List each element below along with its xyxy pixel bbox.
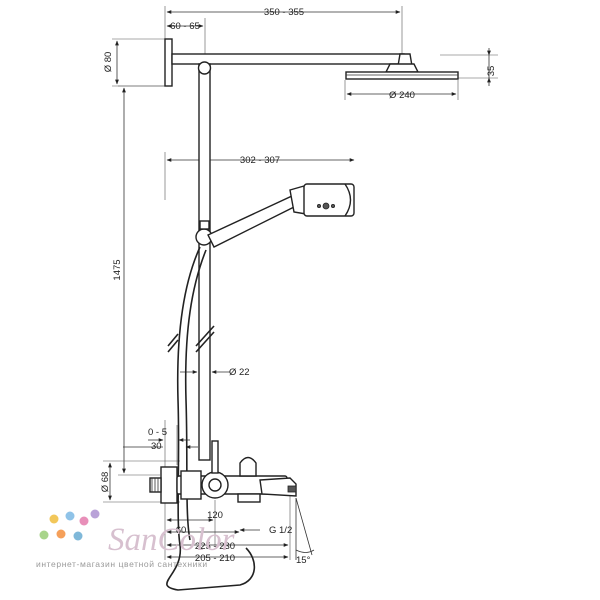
- dim-spout-depth-2: 205 - 210: [195, 553, 235, 564]
- dim-mixer-offset: 60: [176, 525, 187, 536]
- rail-top-cap: [197, 61, 212, 75]
- dim-wall-flange: Ø 80: [103, 52, 114, 73]
- dim-head-diameter: Ø 240: [389, 90, 415, 101]
- dim-mixer-depth: 120: [207, 510, 223, 521]
- logo-dot: [65, 511, 75, 521]
- logo-dot: [56, 529, 66, 539]
- dim-hand-shower-reach: 302 - 307: [240, 155, 280, 166]
- dim-rail-diameter: Ø 22: [229, 367, 250, 378]
- dim-total-height: 1475: [112, 259, 123, 280]
- logo-dot: [79, 516, 89, 526]
- watermark-brand: SanColor: [108, 522, 235, 558]
- sancolor-watermark: SanColor интернет-магазин цветной сантех…: [36, 509, 235, 569]
- logo-dot: [39, 530, 49, 540]
- control-knob: [239, 456, 257, 477]
- dim-top-width: 350 - 355: [264, 7, 304, 18]
- dim-spout-depth-1: 225 - 230: [195, 541, 235, 552]
- dim-wall-offset: 30: [151, 441, 162, 452]
- dim-arm-offset: 60 - 65: [170, 21, 200, 32]
- dimension-lines: [103, 6, 498, 560]
- dim-wall-gap: 0 - 5: [148, 427, 167, 438]
- dim-head-height: 35: [486, 66, 497, 77]
- wall-flange: [164, 38, 173, 87]
- hand-shower: [207, 183, 355, 248]
- shower-hose: [166, 246, 256, 591]
- dim-spout-angle: 15°: [296, 555, 311, 566]
- logo-dot: [49, 514, 59, 524]
- riser-rail: [198, 63, 211, 461]
- logo-dot: [90, 509, 100, 519]
- overhead-shower-head: [345, 63, 459, 80]
- watermark-tagline: интернет-магазин цветной сантехники: [36, 559, 208, 569]
- logo-dot: [73, 531, 83, 541]
- dim-mixer-diameter: Ø 68: [100, 472, 111, 493]
- dim-thread: G 1/2: [269, 525, 292, 536]
- diverter-lever: [211, 440, 219, 474]
- break-marks: [167, 325, 215, 353]
- thermostatic-mixer: [149, 440, 297, 504]
